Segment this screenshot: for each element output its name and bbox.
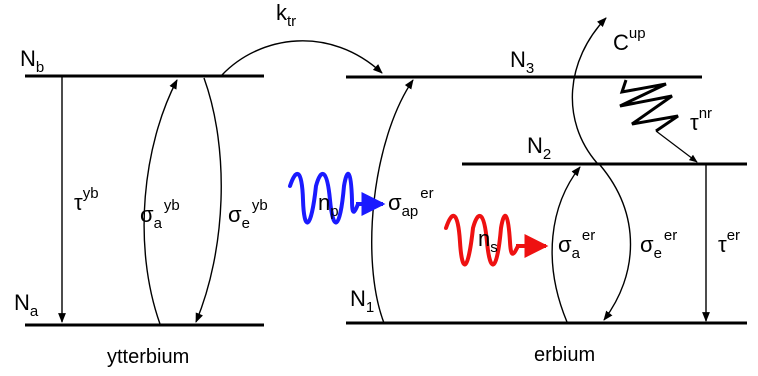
level-n2-label: N2 — [527, 133, 551, 163]
c-up-arrow — [571, 17, 607, 164]
sigma-a-er-label: σaer — [558, 227, 595, 262]
erbium-caption: erbium — [534, 344, 595, 366]
n-p-label: np — [318, 190, 339, 220]
k-tr-arrow — [221, 40, 383, 76]
sigma-e-er-arrow — [599, 164, 632, 321]
level-n1-label: N1 — [350, 286, 374, 316]
sigma-e-yb-label: σeyb — [228, 197, 268, 232]
pump-photon-wave — [288, 172, 360, 225]
sigma-a-yb-arrow — [143, 79, 178, 325]
n-s-label: ns — [478, 226, 498, 256]
tau-yb-label: τyb — [74, 185, 99, 215]
level-n3-label: N3 — [510, 47, 534, 77]
sigma-ap-er-label: σaper — [388, 185, 434, 220]
sigma-e-yb-arrow — [195, 77, 222, 323]
signal-photon-wave — [444, 214, 520, 267]
sigma-a-yb-label: σayb — [140, 197, 180, 232]
tau-nr-label: τnr — [690, 105, 712, 135]
k-tr-label: ktr — [276, 0, 296, 30]
ytterbium-caption: ytterbium — [107, 346, 189, 368]
tau-er-label: τer — [718, 227, 740, 257]
level-na-label: Na — [14, 290, 39, 320]
sigma-a-er-arrow — [551, 166, 581, 323]
sigma-e-er-label: σeer — [640, 227, 677, 262]
c-up-label: Cup — [613, 25, 646, 55]
tau-nr-zigzag — [619, 79, 679, 133]
level-nb-label: Nb — [20, 46, 44, 76]
tau-nr-arrow — [655, 130, 698, 163]
